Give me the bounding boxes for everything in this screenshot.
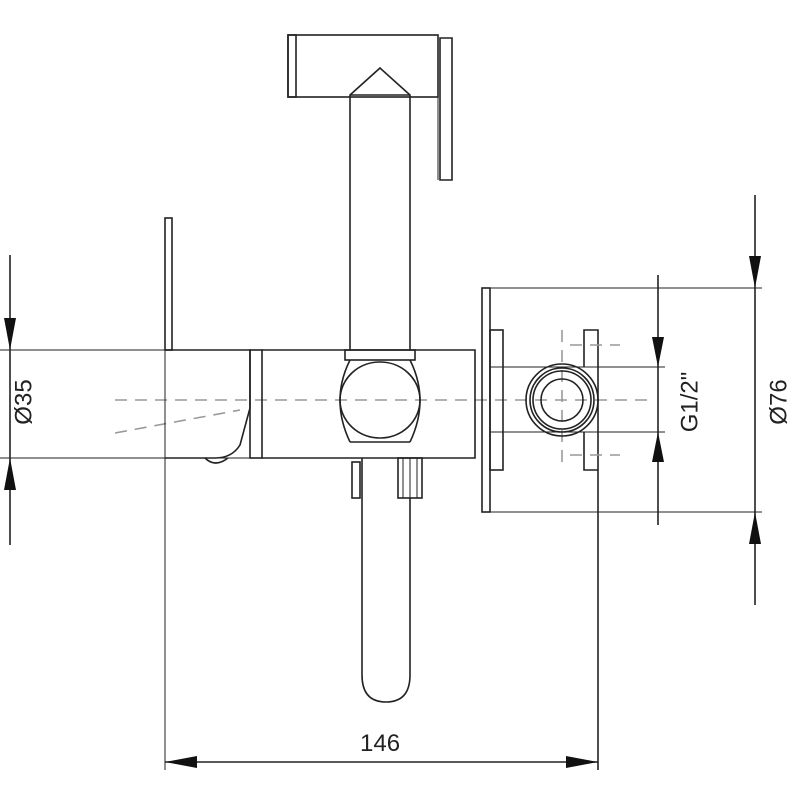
- thread-dimension: [598, 275, 665, 525]
- diameter-76-dimension: [482, 195, 762, 605]
- wall-plate: [481, 287, 620, 770]
- length-146-dimension: [164, 350, 598, 770]
- lever-centerline: [114, 409, 241, 434]
- hose: [361, 458, 411, 703]
- length-146-label: 146: [360, 730, 401, 757]
- holder-coupling: [339, 349, 423, 499]
- thread-label: G1/2": [676, 371, 704, 433]
- diameter-35-label: Ø35: [10, 379, 38, 425]
- bidet-sprayer: [287, 34, 453, 350]
- mixer-body: [164, 217, 476, 464]
- diameter-35-dimension: [0, 255, 255, 545]
- diameter-76-label: Ø76: [765, 379, 793, 425]
